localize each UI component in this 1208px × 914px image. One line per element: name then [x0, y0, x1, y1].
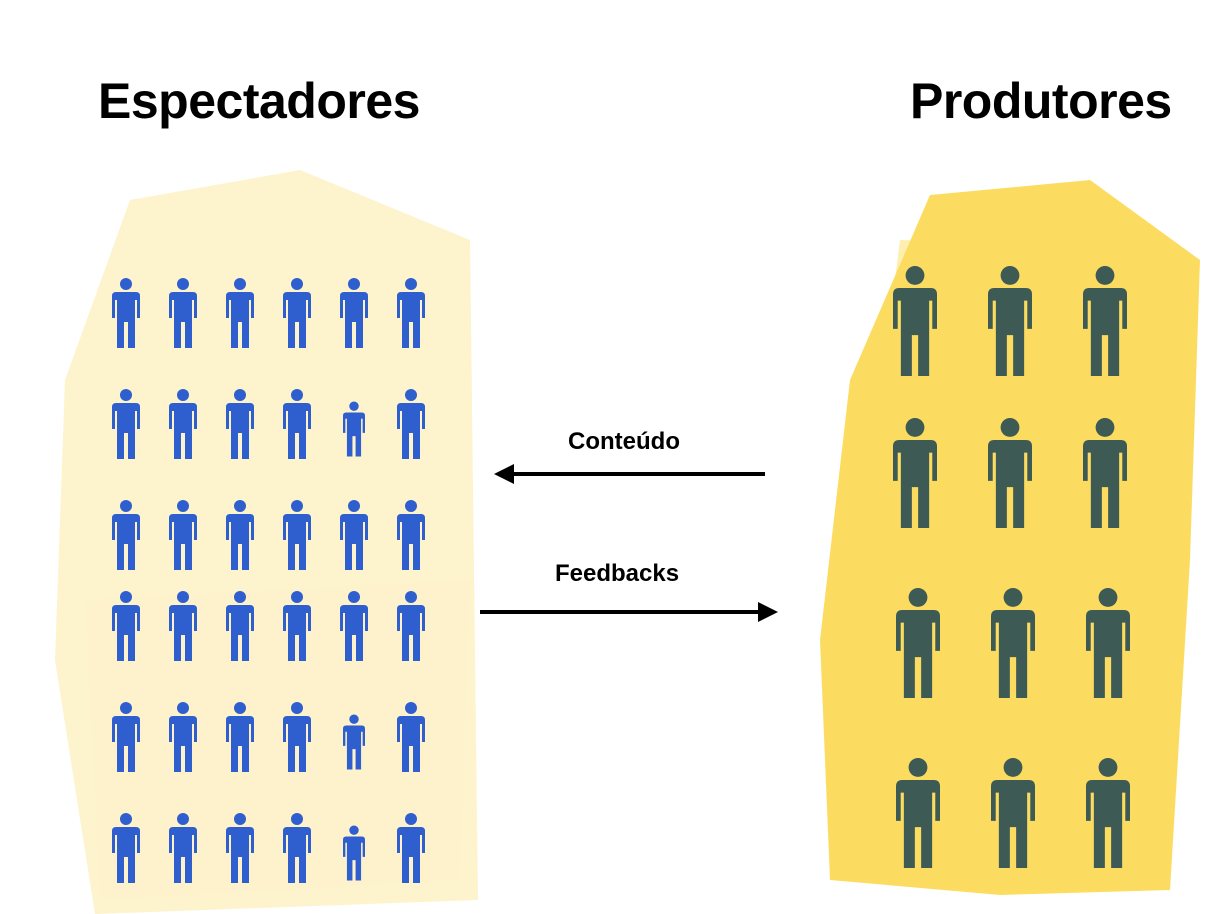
arrowhead-left-icon: [494, 464, 514, 484]
feedback-arrow: [480, 602, 778, 622]
producers-title: Produtores: [910, 73, 1172, 129]
feedback-label: Feedbacks: [555, 560, 680, 587]
spectators-title: Espectadores: [98, 73, 420, 129]
arrowhead-right-icon: [758, 602, 778, 622]
content-arrow: [494, 464, 765, 484]
content-label: Conteúdo: [568, 428, 680, 455]
